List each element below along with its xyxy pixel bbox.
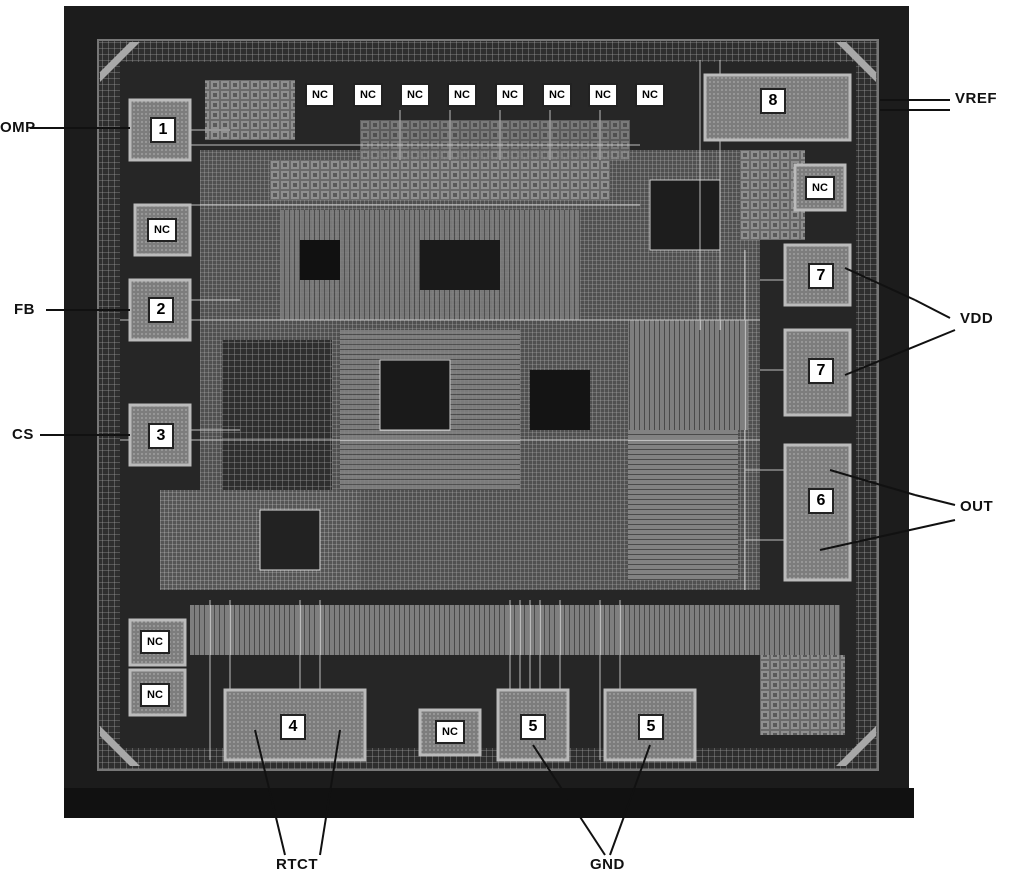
top-fet-row [270, 160, 610, 200]
right-driver [628, 430, 738, 580]
leader-lines [30, 99, 956, 856]
gnd-leader-1 [532, 744, 606, 856]
nc-bottom-left-2: NC [140, 683, 170, 707]
pad-7a-label: 7 [808, 263, 834, 289]
nc-top-5: NC [495, 83, 525, 107]
nc-top-3: NC [400, 83, 430, 107]
pin-label-vref: VREF [955, 90, 998, 107]
pad-4-label: 4 [280, 714, 306, 740]
gnd-leader-2 [609, 744, 651, 856]
right-array [628, 320, 748, 430]
top-mid-array [360, 120, 630, 160]
metal-routing [120, 60, 790, 760]
pad-nc-left-area [133, 203, 192, 257]
pin-label-comp: OMP [0, 119, 36, 136]
pin-label-fb: FB [14, 301, 35, 318]
nc-bottom-left-1: NC [140, 630, 170, 654]
top-left-array [205, 80, 295, 140]
pin-label-rtct: RTCT [276, 856, 318, 873]
pad-6-area [783, 443, 852, 582]
pin-label-vdd: VDD [960, 310, 994, 327]
pin-label-out: OUT [960, 498, 994, 515]
vdd-leader-1 [844, 267, 916, 301]
vdd-leader-2 [844, 329, 956, 376]
nc-top-8: NC [635, 83, 665, 107]
nc-top-1: NC [305, 83, 335, 107]
pad-5a-label: 5 [520, 714, 546, 740]
pad-8-label: 8 [760, 88, 786, 114]
pad-1-label: 1 [150, 117, 176, 143]
pad-3-label: 3 [148, 423, 174, 449]
out-leader-1 [829, 469, 916, 496]
pad-6-label: 6 [808, 488, 834, 514]
nc-top-6: NC [542, 83, 572, 107]
nc-top-4: NC [447, 83, 477, 107]
nc-bottom: NC [435, 720, 465, 744]
die-bottom-strip [64, 788, 914, 818]
pad-5b-label: 5 [638, 714, 664, 740]
pad-2-label: 2 [148, 297, 174, 323]
out-leader-3 [819, 519, 956, 551]
bond-pads [128, 73, 852, 762]
nc-top-2: NC [353, 83, 383, 107]
pin-label-gnd: GND [590, 856, 625, 873]
left-logic [222, 340, 332, 490]
rtct-leader-2 [319, 729, 341, 856]
bottom-right-array [760, 655, 845, 735]
corner-seals [100, 42, 876, 766]
vdd-leader-3 [914, 299, 951, 319]
pin-label-cs: CS [12, 426, 34, 443]
pad-7b-label: 7 [808, 358, 834, 384]
rtct-leader-1 [254, 729, 286, 856]
nc-right: NC [805, 176, 835, 200]
nc-top-7: NC [588, 83, 618, 107]
nc-left: NC [147, 218, 177, 242]
out-leader-2 [914, 494, 956, 506]
bottom-array [190, 605, 840, 655]
